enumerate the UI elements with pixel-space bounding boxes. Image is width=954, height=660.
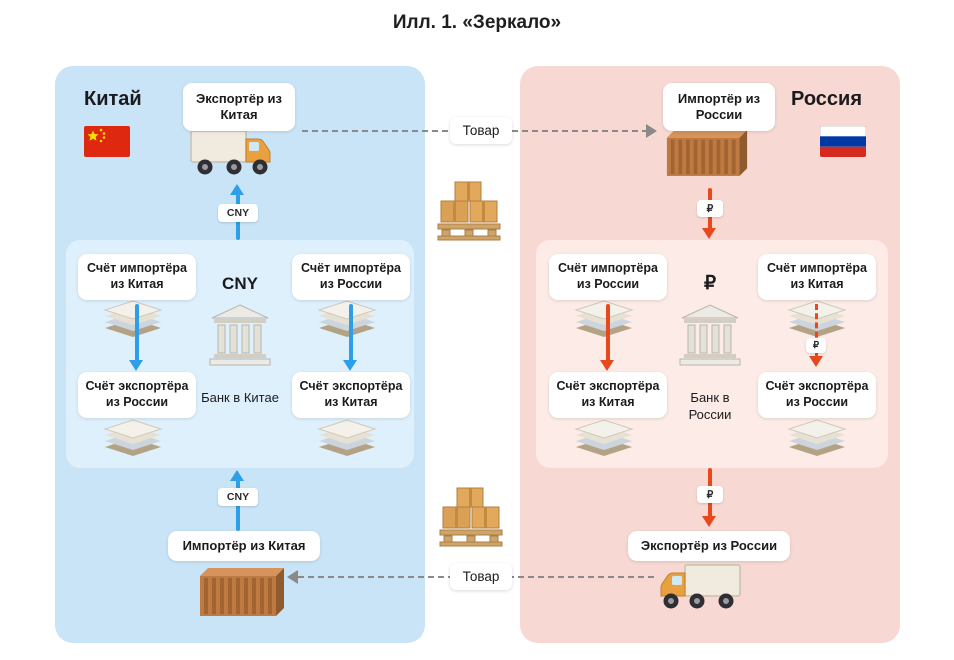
china-exporter-label: Экспортёр из Китая (196, 90, 282, 122)
china-account-importer-russia-box: Счёт импортёра из России (292, 254, 410, 300)
china-account-exporter-china-box: Счёт экспортёра из Китая (292, 372, 410, 418)
china-inner-transfer-arrow-right-head (343, 360, 357, 371)
china-account-importer-russia-label: Счёт импортёра из России (301, 261, 401, 291)
russia-bank-label: Банк в России (688, 390, 732, 422)
russia-importer-label: Импортёр из России (677, 90, 761, 122)
china-account-exporter-china-label: Счёт экспортёра из Китая (299, 379, 403, 409)
russia-flag-icon (819, 125, 867, 158)
cny-arrow-bottom-head (230, 470, 244, 481)
russia-importer-container-icon (665, 126, 749, 182)
china-importer-box: Импортёр из Китая (168, 531, 320, 561)
russia-inner-transfer-arrow-right-head (809, 356, 823, 367)
china-account-exporter-russia-label: Счёт экспортёра из России (85, 379, 189, 409)
china-bank-label: Банк в Китае (201, 390, 279, 405)
china-country-label: Китай (84, 88, 142, 110)
china-account-exporter-russia-box: Счёт экспортёра из России (78, 372, 196, 418)
russia-account-importer-china-label: Счёт импортёра из Китая (767, 261, 867, 291)
rub-label-inner: ₽ (806, 338, 826, 353)
russia-inner-transfer-arrow-left-head (600, 360, 614, 371)
russia-inner-transfer-arrow-right-shaft (815, 304, 818, 356)
cargo-pallet-icon (438, 486, 504, 548)
russia-account-importer-china-box: Счёт импортёра из Китая (758, 254, 876, 300)
china-inner-transfer-arrow-left-shaft (135, 304, 139, 362)
china-exporter-truck-icon (190, 126, 276, 180)
china-inner-transfer-arrow-left-head (129, 360, 143, 371)
rub-label-top: ₽ (697, 200, 723, 217)
ledger-stack-icon (572, 297, 636, 343)
china-exporter-box: Экспортёр из Китая (183, 83, 295, 131)
cny-arrow-top-head (230, 184, 244, 195)
china-currency-label: CNY (222, 274, 258, 293)
rub-label-bottom: ₽ (697, 486, 723, 503)
ledger-stack-icon (315, 297, 379, 343)
russia-exporter-label: Экспортёр из России (640, 537, 778, 553)
russia-exporter-box: Экспортёр из России (628, 531, 790, 561)
ledger-stack-icon (315, 416, 379, 462)
goods-label-top: Товар (450, 117, 512, 144)
russia-account-importer-russia-label: Счёт импортёра из России (558, 261, 658, 291)
figure-title: Илл. 1. «Зеркало» (392, 12, 562, 33)
rub-arrow-top-head (702, 228, 716, 239)
china-account-importer-china-label: Счёт импортёра из Китая (87, 261, 187, 291)
bank-building-icon (208, 303, 272, 367)
ledger-stack-icon (572, 416, 636, 462)
china-importer-label: Импортёр из Китая (182, 537, 306, 553)
cargo-pallet-icon (436, 180, 502, 242)
russia-inner-transfer-arrow-left-shaft (606, 304, 610, 362)
russia-account-exporter-russia-box: Счёт экспортёра из России (758, 372, 876, 418)
china-importer-container-icon (198, 564, 286, 622)
goods-flow-top-head (646, 124, 657, 138)
russia-account-exporter-russia-label: Счёт экспортёра из России (765, 379, 869, 409)
cny-label-top: CNY (218, 204, 258, 222)
cny-label-bottom: CNY (218, 488, 258, 506)
russia-country-label: Россия (791, 88, 863, 110)
ledger-stack-icon (785, 416, 849, 462)
bank-building-icon (678, 303, 742, 367)
rub-arrow-bottom-head (702, 516, 716, 527)
russia-account-exporter-china-label: Счёт экспортёра из Китая (556, 379, 660, 409)
russia-currency-label: ₽ (703, 273, 717, 294)
russia-exporter-truck-icon (655, 560, 741, 614)
china-flag-icon (84, 126, 130, 157)
goods-flow-bottom-head (287, 570, 298, 584)
china-inner-transfer-arrow-right-shaft (349, 304, 353, 362)
ledger-stack-icon (101, 297, 165, 343)
china-account-importer-china-box: Счёт импортёра из Китая (78, 254, 196, 300)
russia-importer-box: Импортёр из России (663, 83, 775, 131)
goods-label-bottom: Товар (450, 563, 512, 590)
russia-account-importer-russia-box: Счёт импортёра из России (549, 254, 667, 300)
ledger-stack-icon (101, 416, 165, 462)
russia-account-exporter-china-box: Счёт экспортёра из Китая (549, 372, 667, 418)
